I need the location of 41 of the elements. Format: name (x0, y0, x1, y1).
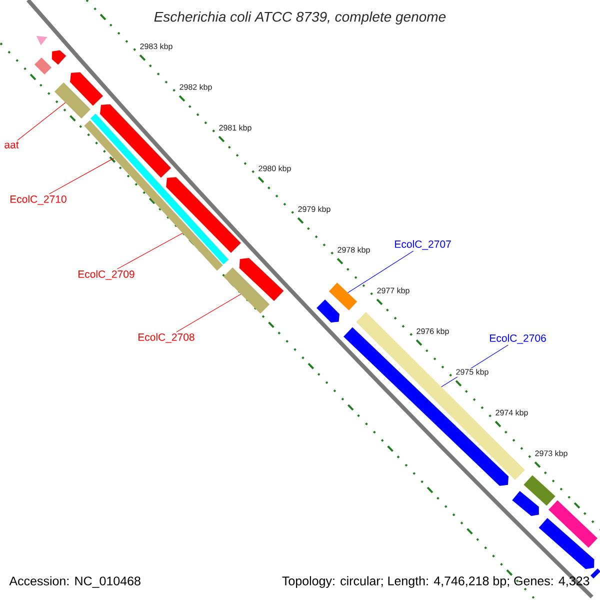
gene-feature (548, 500, 598, 548)
title: Escherichia coli ATCC 8739, complete genome (154, 11, 446, 25)
tick-label: 2976 kbp (416, 328, 450, 336)
gene-feature (512, 490, 539, 516)
tick-label: 2977 kbp (376, 286, 410, 296)
gene-label: EcolC_2708 (138, 333, 194, 343)
gene-feature (328, 282, 358, 310)
tick-label: 2978 kbp (336, 246, 371, 255)
tick-label: 2975 kbp (455, 368, 490, 377)
gene-feature (166, 177, 241, 253)
tick-label: 2974 kbp (494, 408, 529, 418)
gene-feature (100, 104, 172, 178)
tick-label: 2979 kbp (297, 205, 332, 214)
gene-label: EcolC_2707 (395, 240, 451, 250)
gene-label: EcolC_2709 (78, 270, 134, 280)
tick-label: 2981 kbp (218, 124, 252, 133)
leader-line (17, 102, 66, 141)
footer-text: Accession: NC_010468 (9, 576, 140, 588)
gene-label: EcolC_2706 (490, 334, 546, 344)
gene-feature (223, 267, 270, 314)
footer-text: Topology: circular; Length: 4,746,218 bp; Genes: 4,323 (282, 576, 590, 588)
gene-feature (70, 72, 103, 106)
gene-label: aat (4, 142, 19, 148)
gene-feature (239, 258, 284, 302)
tick-label: 2973 kbp (534, 450, 568, 458)
leader-line (347, 250, 414, 294)
leader-line (116, 232, 183, 270)
leader-line (176, 294, 242, 332)
gene-feature (54, 82, 91, 119)
gene-feature (52, 50, 66, 65)
tick-label: 2980 kbp (258, 164, 292, 174)
leader-line (48, 158, 114, 194)
gene-feature (316, 300, 340, 322)
gene-feature (36, 36, 48, 46)
gene-label: EcolC_2710 (10, 195, 66, 205)
gene-feature (590, 568, 600, 579)
tick-label: 2983 kbp (139, 42, 174, 52)
gene-feature (524, 475, 556, 506)
tick-label: 2982 kbp (178, 83, 213, 92)
gene-feature (538, 518, 594, 570)
gene-feature (34, 57, 52, 75)
